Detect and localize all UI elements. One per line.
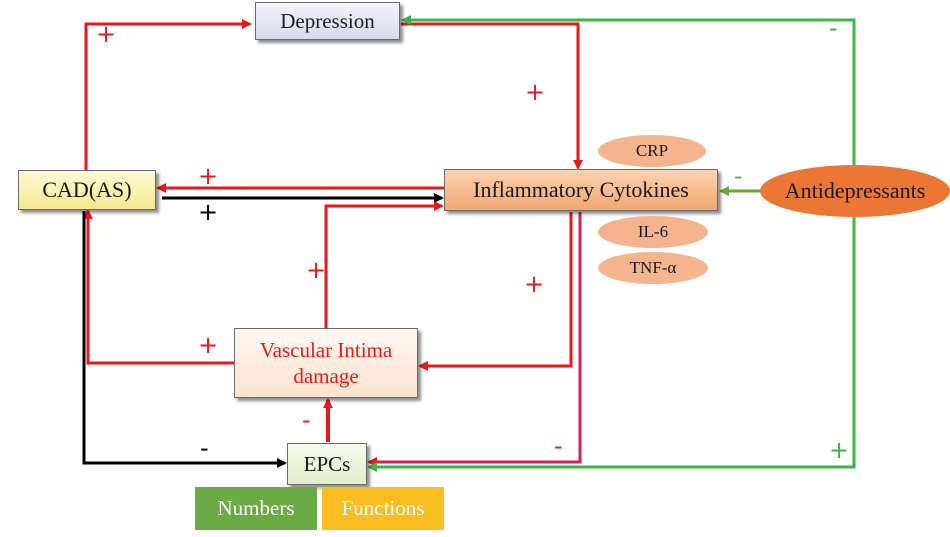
vascular-intima-damage-node: Vascular Intima damage [234,328,418,398]
sign-antidepressants-to-depression: - [829,14,838,42]
sign-antidepressants-to-cytokines: - [734,162,743,190]
antidepressants-node: Antidepressants [760,165,950,217]
sign-cytokines-to-epcs: - [554,432,563,460]
arrow-cad-to-depression [84,19,252,170]
crp-node: CRP [598,135,706,167]
arrow-vascular-to-cad [83,209,236,365]
tnf-alpha-node: TNF-α [598,252,708,284]
sign-cytokines-to-cad: + [198,162,219,190]
sign-vascular-to-cytokines: + [306,256,327,284]
arrow-depression-to-cytokines [401,22,583,170]
arrow-vascular-to-cytokines [324,201,444,329]
arrow-antidepressants-to-epcs [367,210,856,472]
arrow-cytokines-to-vascular [418,212,573,371]
sign-antidepressants-to-epcs: + [829,436,850,464]
vascular-label-line2: damage [293,364,359,388]
arrow-cad-to-epcs [82,211,287,468]
sign-epcs-to-vascular: - [302,406,311,434]
functions-badge: Functions [322,487,444,530]
sign-cytokines-to-vascular: + [524,270,545,298]
sign-cad-to-epcs: - [200,434,209,462]
il6-node: IL-6 [598,216,708,248]
cad-node: CAD(AS) [18,170,156,210]
vascular-label-line1: Vascular Intima [259,338,393,362]
sign-cad-to-depression: + [96,20,117,48]
arrow-antidepressants-to-depression [401,15,856,174]
sign-vascular-to-cad: + [198,331,219,359]
epcs-node: EPCs [287,443,367,485]
sign-depression-to-cytokines: + [525,78,546,106]
arrow-cytokines-to-epcs [367,212,582,467]
sign-cad-to-cytokines: + [198,198,219,226]
inflammatory-cytokines-node: Inflammatory Cytokines [444,169,718,211]
depression-node: Depression [255,2,400,40]
numbers-badge: Numbers [195,487,317,530]
